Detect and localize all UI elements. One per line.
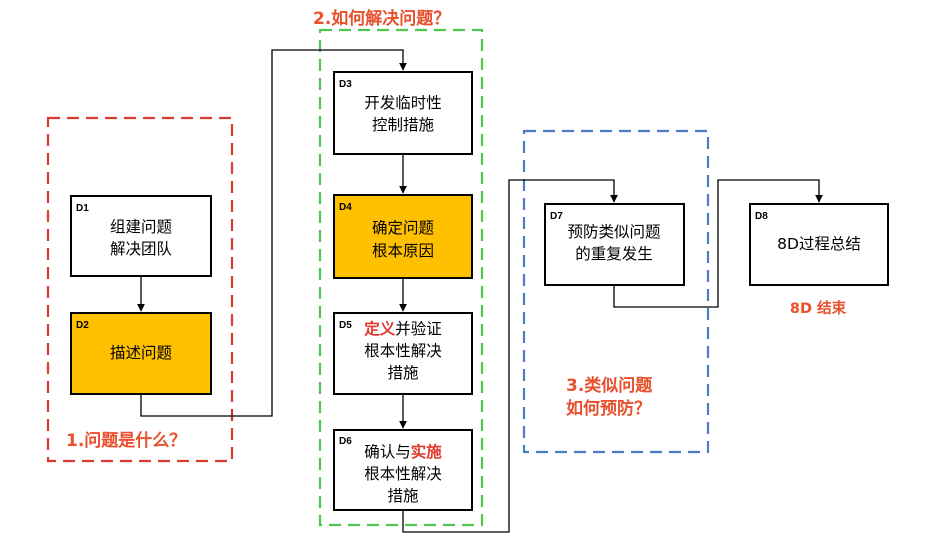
step-d5-line2: 根本性解决	[364, 342, 442, 360]
connector-d7-d8	[613, 179, 823, 308]
step-d3-line1: 开发临时性	[364, 94, 442, 112]
step-d7-line2: 的重复发生	[575, 245, 653, 263]
step-d5-box	[333, 312, 473, 395]
group-1-title: 1.问题是什么？	[66, 430, 186, 451]
step-d5-id: D5	[339, 320, 352, 331]
step-d1: D1 组建问题 解决团队	[70, 195, 212, 277]
step-d3-box	[333, 71, 473, 155]
step-d6-line1-pre: 确认与	[364, 443, 411, 461]
step-d4-line1: 确定问题	[372, 219, 434, 237]
group-2-frame	[318, 28, 484, 527]
step-d4-line2: 根本原因	[372, 242, 434, 260]
group-1-frame	[46, 116, 234, 463]
step-d6: D6 确认与实施 根本性解决 措施	[333, 429, 473, 511]
step-d8: D8 8D过程总结	[749, 203, 889, 286]
step-d6-box	[333, 429, 473, 511]
group-3-title-line2: 如何预防？	[566, 398, 651, 419]
step-d8-id: D8	[755, 211, 768, 222]
group-3-title-line1: 3.类似问题	[566, 375, 653, 396]
step-d2-box	[70, 312, 212, 395]
step-d1-box	[70, 195, 212, 277]
step-d6-line3: 措施	[387, 487, 418, 505]
step-d5-line1: 定义并验证	[364, 319, 442, 338]
step-d4-id: D4	[339, 202, 352, 213]
step-d8-line1: 8D过程总结	[777, 235, 861, 253]
step-d2-line1: 描述问题	[110, 344, 172, 362]
step-d1-line1: 组建问题	[110, 218, 172, 236]
step-d8-box	[749, 203, 889, 286]
step-d1-id: D1	[76, 203, 89, 214]
step-d4-box	[333, 194, 473, 279]
step-d6-line2: 根本性解决	[364, 465, 442, 483]
step-d3-line2: 控制措施	[372, 116, 434, 134]
step-d7-box	[544, 203, 685, 286]
step-d2: D2 描述问题	[70, 312, 212, 395]
step-d5-line1-rest: 并验证	[395, 320, 442, 338]
step-d2-id: D2	[76, 320, 89, 331]
end-label: 8D 结束	[790, 299, 847, 317]
step-d3: D3 开发临时性 控制措施	[333, 71, 473, 155]
step-d7-id: D7	[550, 211, 563, 222]
connector-d2-d3	[140, 49, 407, 417]
connector-d6-d7	[402, 179, 618, 533]
step-d5-emphasis: 定义	[364, 319, 396, 338]
step-d6-emphasis: 实施	[411, 442, 443, 461]
step-d1-line2: 解决团队	[110, 240, 173, 258]
step-d7: D7 预防类似问题 的重复发生	[544, 203, 685, 286]
step-d7-line1: 预防类似问题	[567, 223, 660, 241]
step-d6-id: D6	[339, 436, 352, 447]
step-d5-line3: 措施	[387, 364, 418, 382]
step-d3-id: D3	[339, 79, 352, 90]
step-d5: D5 定义并验证 根本性解决 措施	[333, 312, 473, 395]
group-2-title: 2.如何解决问题？	[313, 8, 450, 29]
step-d6-line1: 确认与实施	[364, 442, 442, 461]
group-3-frame	[522, 129, 710, 454]
step-d4: D4 确定问题 根本原因	[333, 194, 473, 279]
